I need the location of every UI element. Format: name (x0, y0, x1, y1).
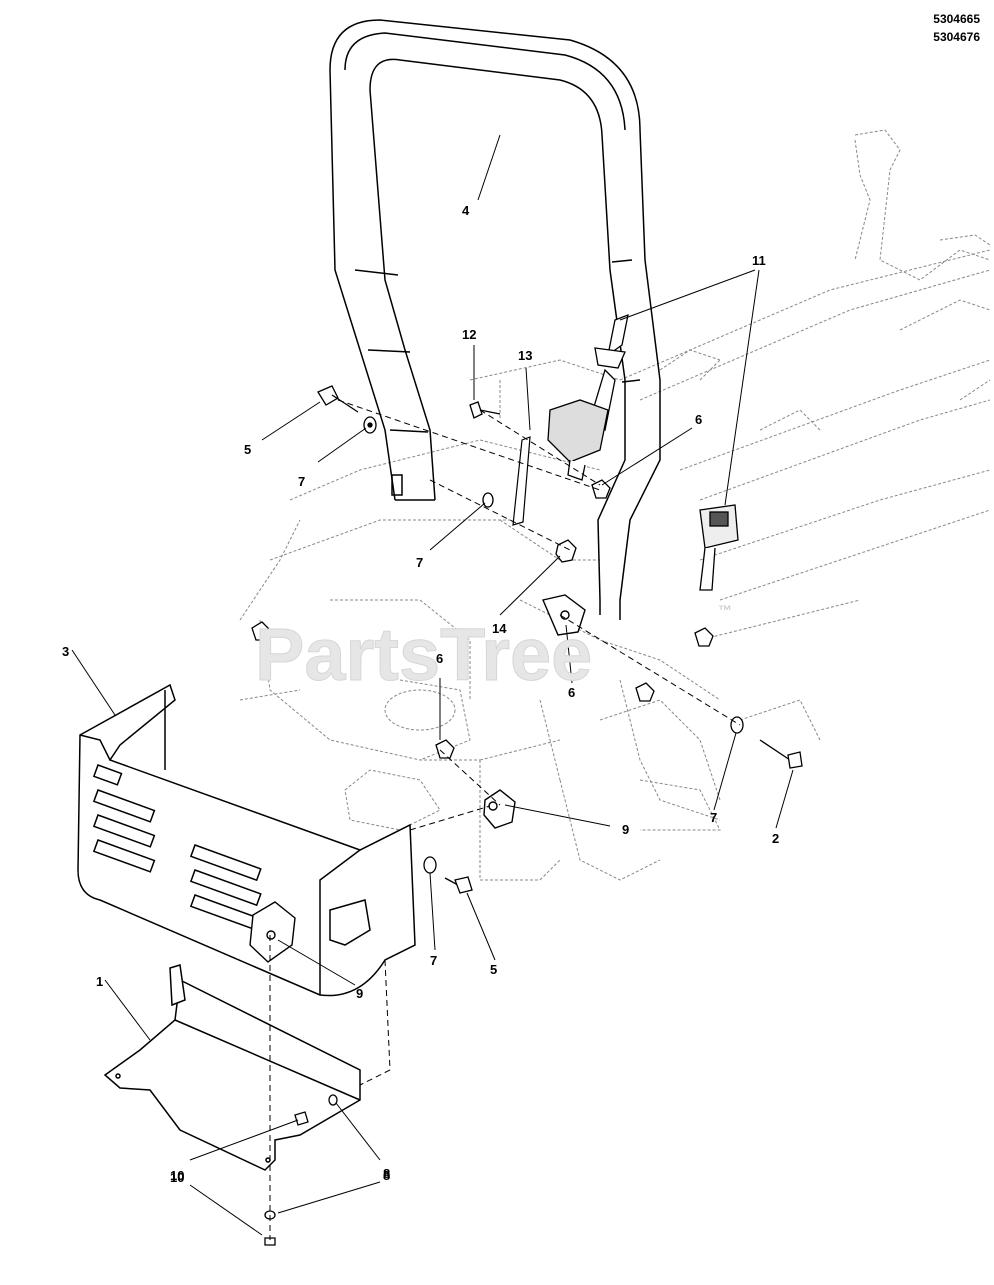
watermark: PartsTree (255, 613, 592, 696)
callout-4: 4 (462, 203, 470, 218)
callout-1: 1 (96, 974, 103, 989)
callout-5: 5 (244, 442, 251, 457)
reflector-plates (249, 594, 586, 963)
callout-7: 7 (298, 474, 305, 489)
document-number: 5304665 (933, 12, 980, 26)
callout-9: 9 (356, 986, 363, 1001)
callout-7: 7 (710, 810, 717, 825)
callout-10: 10 (170, 1170, 184, 1185)
callout-3: 3 (62, 644, 69, 659)
watermark-tm: ™ (718, 602, 732, 618)
bottom-plate (103, 964, 361, 1171)
rops-roll-bar (329, 19, 661, 620)
callout-13: 13 (518, 348, 532, 363)
strap-bracket (512, 436, 531, 526)
document-number: 5304676 (933, 30, 980, 44)
callout-6: 6 (568, 685, 575, 700)
callout-7: 7 (416, 555, 423, 570)
front-panel (77, 683, 416, 997)
mower-frame-background (239, 129, 991, 881)
callout-2: 2 (772, 831, 779, 846)
callout-9: 9 (622, 822, 629, 837)
callout-6: 6 (695, 412, 702, 427)
callout-14: 14 (492, 621, 507, 636)
callout-7: 7 (430, 953, 437, 968)
callout-11: 11 (752, 253, 766, 268)
seat-belt-assembly (547, 313, 739, 591)
leader-lines (71, 134, 794, 1236)
callout-6: 6 (436, 651, 443, 666)
callout-12: 12 (462, 327, 476, 342)
callout-8: 8 (383, 1166, 390, 1181)
callout-8: 8 (383, 1168, 390, 1183)
callout-5: 5 (490, 962, 497, 977)
hardware-fasteners (251, 385, 803, 1246)
assembly-lines (269, 399, 741, 1240)
callout-10: 10 (170, 1168, 184, 1183)
